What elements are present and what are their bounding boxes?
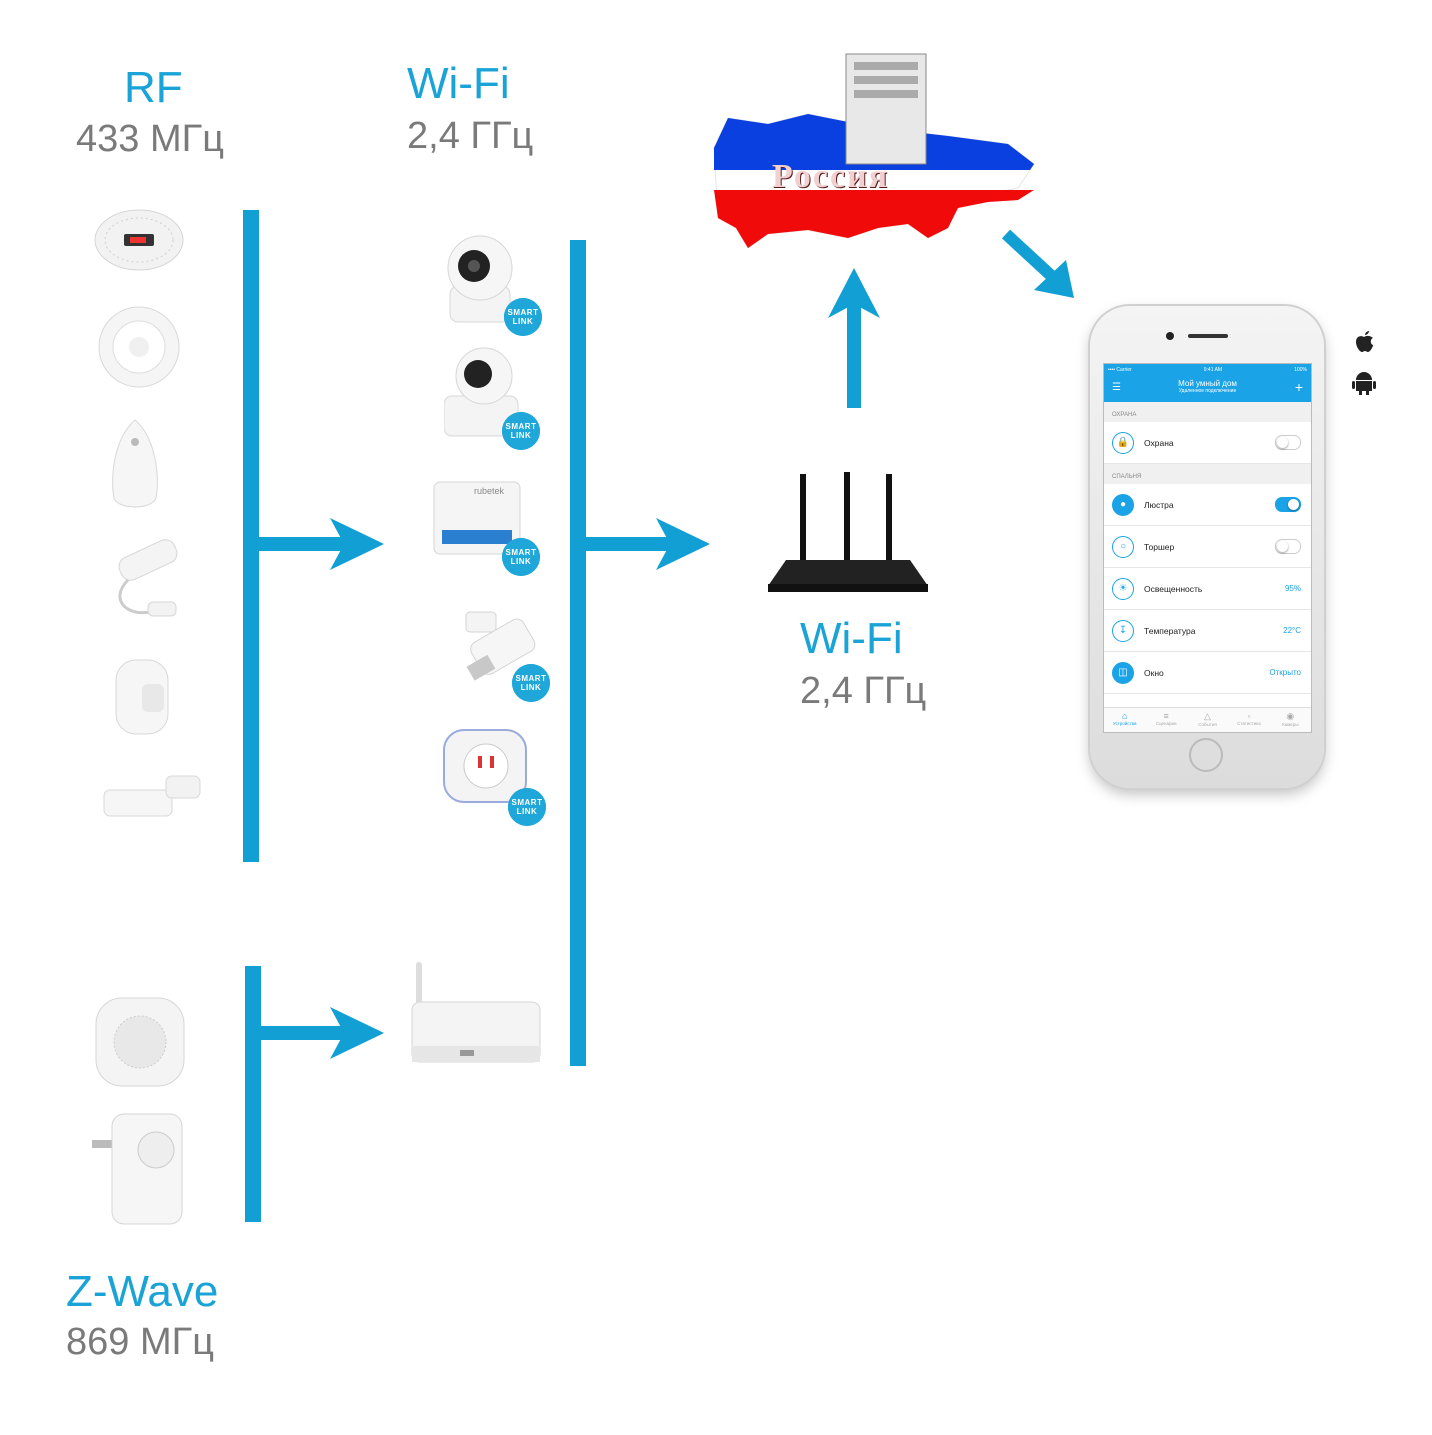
- water-leak-sensor-icon: [108, 418, 162, 512]
- wifi-bus-line: [570, 240, 586, 1066]
- wifi-arrow-head: [656, 518, 710, 570]
- bell-icon: △: [1204, 711, 1211, 721]
- thermometer-icon: ↧: [1112, 619, 1134, 642]
- chandelier-toggle[interactable]: [1275, 497, 1301, 512]
- bulb-icon: ○: [1112, 535, 1134, 558]
- zwave-siren-icon: [94, 996, 186, 1088]
- row-label: Торшер: [1144, 541, 1175, 552]
- usb-dongle-icon: [460, 606, 540, 686]
- tab-cameras[interactable]: ◉Камеры: [1270, 708, 1311, 732]
- zwave-title: Z-Wave: [66, 1267, 219, 1316]
- zwave-arrow-head: [330, 1007, 384, 1059]
- zwave-frequency: 869 МГц: [66, 1321, 214, 1363]
- tab-bar: ⌂Устройства ≡Сценарии △События ◦Статисти…: [1104, 707, 1311, 732]
- camera-icon: ◉: [1286, 711, 1295, 721]
- rf-frequency: 433 МГц: [76, 118, 224, 160]
- menu-icon[interactable]: ☰: [1112, 382, 1121, 393]
- floor-lamp-toggle[interactable]: [1275, 539, 1301, 554]
- android-icon: [1352, 370, 1376, 396]
- device-row-temperature[interactable]: ↧ Температура 22°C: [1104, 610, 1311, 652]
- section-header: СПАЛЬНЯ: [1104, 464, 1311, 484]
- rf-title: RF: [124, 63, 183, 112]
- home-icon: ⌂: [1121, 711, 1128, 721]
- router-wifi-frequency: 2,4 ГГц: [800, 670, 927, 712]
- device-row-illuminance[interactable]: ☀ Освещенность 95%: [1104, 568, 1311, 610]
- section-header: ОХРАНА: [1104, 402, 1311, 422]
- device-row-floor-lamp[interactable]: ○ Торшер: [1104, 526, 1311, 568]
- battery-text: 100%: [1294, 367, 1307, 373]
- door-sensor-icon: [100, 768, 204, 832]
- window-value: Открыто: [1269, 668, 1301, 677]
- zwave-bus-line: [245, 966, 261, 1222]
- app-header: ☰ Мой умный дом Удаленное подключение +: [1104, 376, 1311, 402]
- tab-events[interactable]: △События: [1187, 708, 1228, 732]
- row-label: Охрана: [1144, 437, 1174, 448]
- app-screen: •••• Carrier 9:41 AM 100% ☰ Мой умный до…: [1103, 363, 1312, 733]
- time-text: 9:41 AM: [1203, 367, 1223, 373]
- chart-icon: ◦: [1247, 711, 1251, 721]
- device-row-window[interactable]: ◫ Окно Открыто: [1104, 652, 1311, 694]
- smoke-detector-icon: [98, 305, 180, 389]
- status-bar: •••• Carrier 9:41 AM 100%: [1104, 364, 1311, 376]
- wifi-title: Wi-Fi: [407, 59, 510, 108]
- smartphone: •••• Carrier 9:41 AM 100% ☰ Мой умный до…: [1090, 306, 1324, 788]
- row-label: Окно: [1144, 667, 1164, 678]
- tab-scenarios[interactable]: ≡Сценарии: [1145, 708, 1186, 732]
- temperature-value: 22°C: [1283, 626, 1301, 635]
- window-icon: ◫: [1112, 661, 1134, 684]
- security-toggle[interactable]: [1275, 435, 1301, 450]
- wired-leak-sensor-icon: [98, 530, 188, 630]
- gas-detector-icon: [94, 208, 184, 272]
- device-row-chandelier[interactable]: ● Люстра: [1104, 484, 1311, 526]
- router-wifi-title: Wi-Fi: [800, 614, 903, 663]
- rf-bus-line: [243, 210, 259, 862]
- cloud-arrow-head: [828, 268, 880, 318]
- relay-brand: rubetek: [474, 486, 505, 496]
- relay-module-icon: rubetek: [432, 476, 522, 556]
- russia-cloud-server: Россия: [708, 48, 1038, 249]
- ip-camera-2-icon: [443, 346, 520, 438]
- sun-icon: ☀: [1112, 577, 1134, 600]
- rf-arrow-head: [330, 518, 384, 570]
- wifi-router-icon: [766, 470, 930, 604]
- sliders-icon: ≡: [1163, 711, 1169, 721]
- smart-plug-icon: [440, 726, 530, 806]
- cloud-arrow-shaft: [847, 300, 861, 408]
- speaker-grille: [1188, 334, 1228, 338]
- illuminance-value: 95%: [1284, 584, 1301, 593]
- tab-devices[interactable]: ⌂Устройства: [1104, 708, 1145, 732]
- device-row-security[interactable]: 🔒 Охрана: [1104, 422, 1311, 464]
- russia-label: Россия: [772, 158, 890, 195]
- add-icon[interactable]: +: [1294, 379, 1303, 395]
- rf-arrow-shaft: [259, 537, 349, 551]
- row-label: Освещенность: [1144, 583, 1203, 594]
- row-label: Люстра: [1144, 499, 1174, 510]
- bulb-icon: ●: [1112, 493, 1134, 516]
- lock-icon: 🔒: [1112, 431, 1134, 454]
- app-subtitle: Удаленное подключение: [1178, 388, 1237, 394]
- zwave-gateway-icon: [410, 960, 544, 1076]
- wifi-frequency: 2,4 ГГц: [407, 115, 534, 157]
- row-label: Температура: [1144, 625, 1196, 636]
- zwave-socket-icon: [92, 1110, 188, 1228]
- wifi-arrow-shaft: [586, 537, 676, 551]
- apple-icon: [1352, 330, 1376, 354]
- motion-sensor-icon: [112, 656, 178, 738]
- app-title: Мой умный дом: [1178, 379, 1237, 388]
- front-camera: [1166, 332, 1174, 340]
- home-button[interactable]: [1189, 738, 1223, 772]
- zwave-arrow-shaft: [261, 1026, 349, 1040]
- phone-arrow: [1001, 229, 1074, 298]
- carrier-text: •••• Carrier: [1108, 367, 1132, 373]
- ip-camera-icon: [444, 232, 518, 324]
- tab-statistics[interactable]: ◦Статистика: [1228, 708, 1269, 732]
